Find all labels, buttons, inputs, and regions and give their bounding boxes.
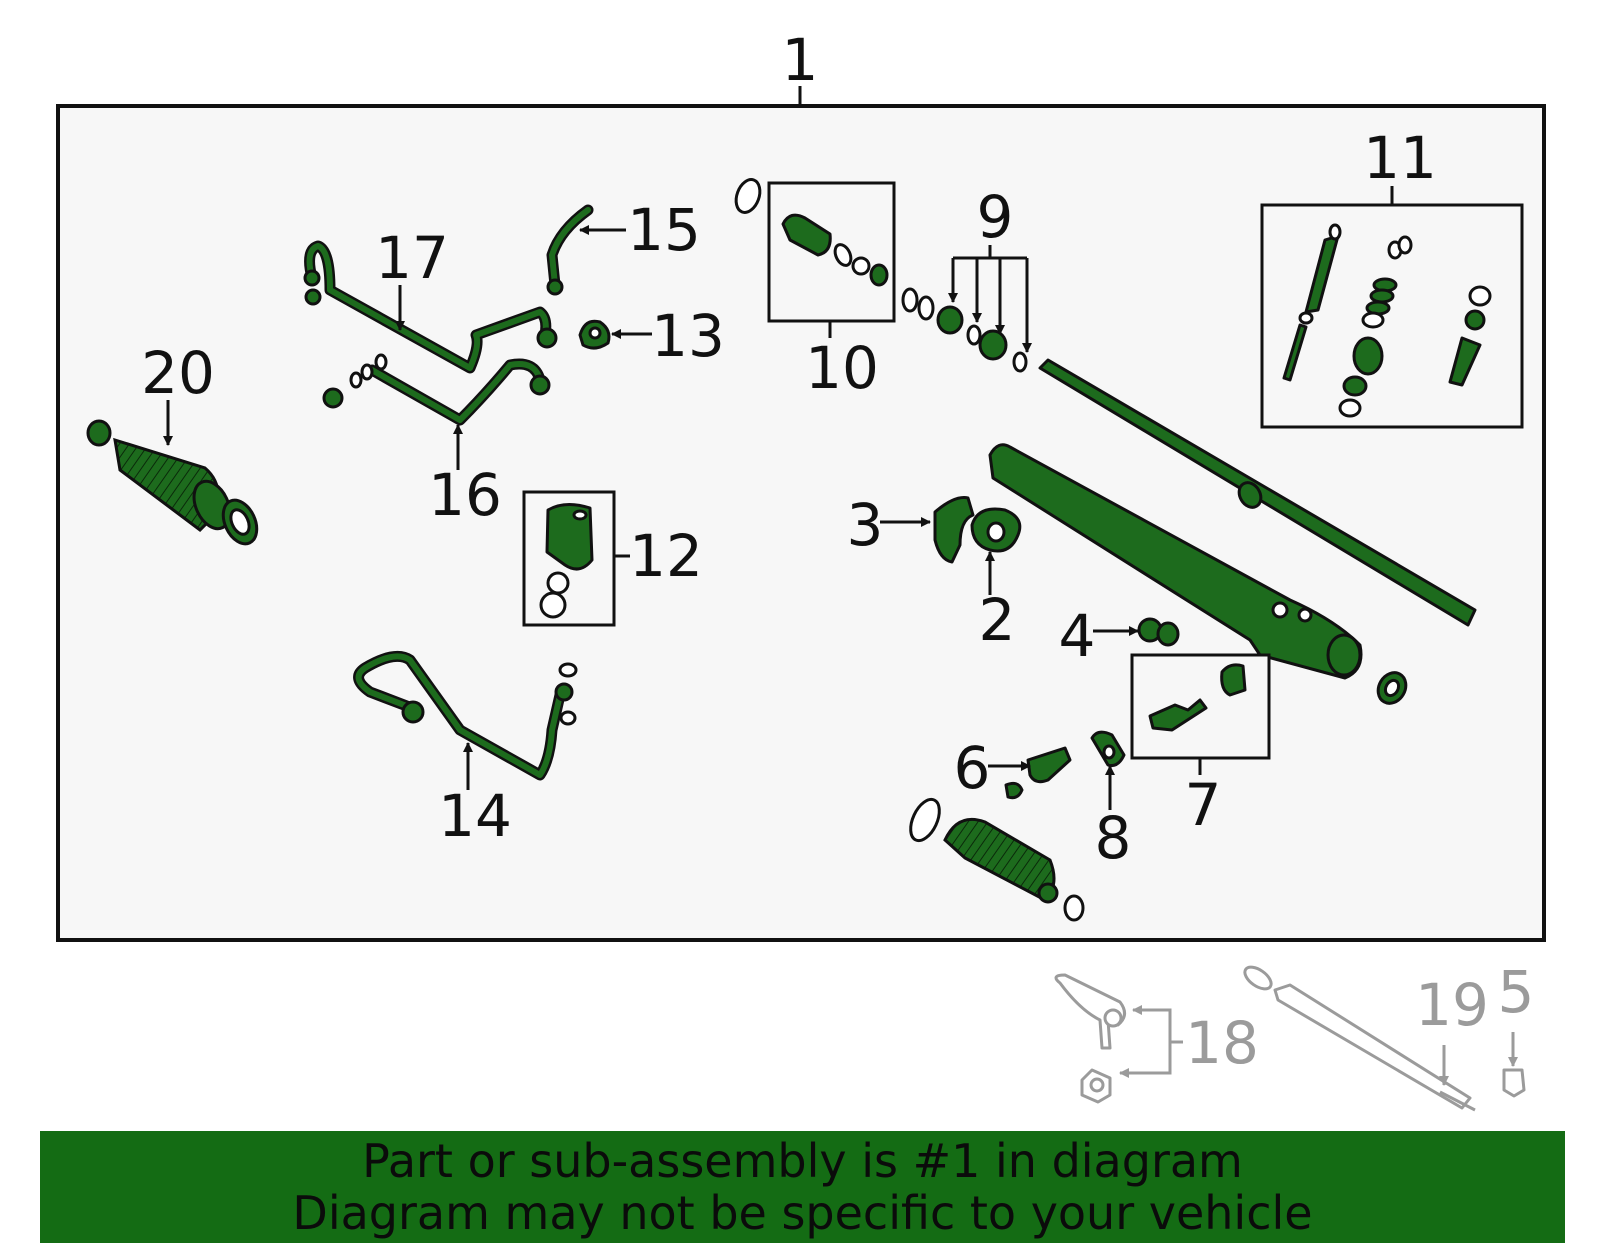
callout-2: 2 xyxy=(979,586,1016,654)
rack-bar[interactable] xyxy=(1038,358,1477,627)
callout-5: 5 xyxy=(1498,958,1535,1026)
callout-12: 12 xyxy=(629,522,703,590)
part-13-fitting[interactable] xyxy=(578,319,611,350)
part-14-line[interactable] xyxy=(353,650,578,781)
callout-6: 6 xyxy=(954,734,991,802)
callout-7: 7 xyxy=(1185,771,1222,839)
part-2-bushing[interactable] xyxy=(970,507,1022,553)
callout-19: 19 xyxy=(1415,971,1489,1039)
callout-1: 1 xyxy=(782,26,819,94)
part-20-boot[interactable] xyxy=(86,419,263,549)
callout-14: 14 xyxy=(438,782,512,850)
callout-17: 17 xyxy=(375,224,449,292)
callout-3: 3 xyxy=(847,491,884,559)
rack-housing[interactable] xyxy=(988,443,1411,709)
part-10-box xyxy=(767,181,896,323)
notice-line-2: Diagram may not be specific to your vehi… xyxy=(292,1186,1313,1240)
callout-4: 4 xyxy=(1059,602,1096,670)
part-15-hose[interactable] xyxy=(546,204,594,296)
callout-11: 11 xyxy=(1363,124,1437,192)
part-3-bracket[interactable] xyxy=(933,496,975,564)
part-9-seals[interactable] xyxy=(901,287,1028,373)
part-5-jam-nut[interactable] xyxy=(1502,1068,1526,1098)
callout-20: 20 xyxy=(141,339,215,407)
part-7-adjuster[interactable] xyxy=(1148,663,1247,732)
callout-8: 8 xyxy=(1095,804,1132,872)
part-12-valve-body[interactable] xyxy=(539,503,594,619)
part-11-seal-kit[interactable] xyxy=(1282,223,1492,418)
callout-10: 10 xyxy=(805,334,879,402)
callout-9: 9 xyxy=(977,183,1014,251)
part-19-inner-tie-rod[interactable] xyxy=(1241,963,1476,1112)
part-16-return-line[interactable] xyxy=(322,353,551,426)
notice-banner: Part or sub-assembly is #1 in diagram Di… xyxy=(40,1131,1565,1243)
callout-18: 18 xyxy=(1185,1009,1259,1077)
part-18-tie-rod-end[interactable] xyxy=(1054,973,1126,1104)
part-7-box xyxy=(1130,653,1271,760)
part-17-pressure-line[interactable] xyxy=(303,240,558,374)
part-10-valve[interactable] xyxy=(781,213,889,287)
right-boot[interactable] xyxy=(905,795,1085,922)
callout-13: 13 xyxy=(651,302,725,370)
part-4-plug[interactable] xyxy=(1137,617,1180,647)
callout-16: 16 xyxy=(428,461,502,529)
part-6-cover[interactable] xyxy=(1004,746,1072,800)
callout-15: 15 xyxy=(627,196,701,264)
notice-line-1: Part or sub-assembly is #1 in diagram xyxy=(362,1134,1243,1188)
